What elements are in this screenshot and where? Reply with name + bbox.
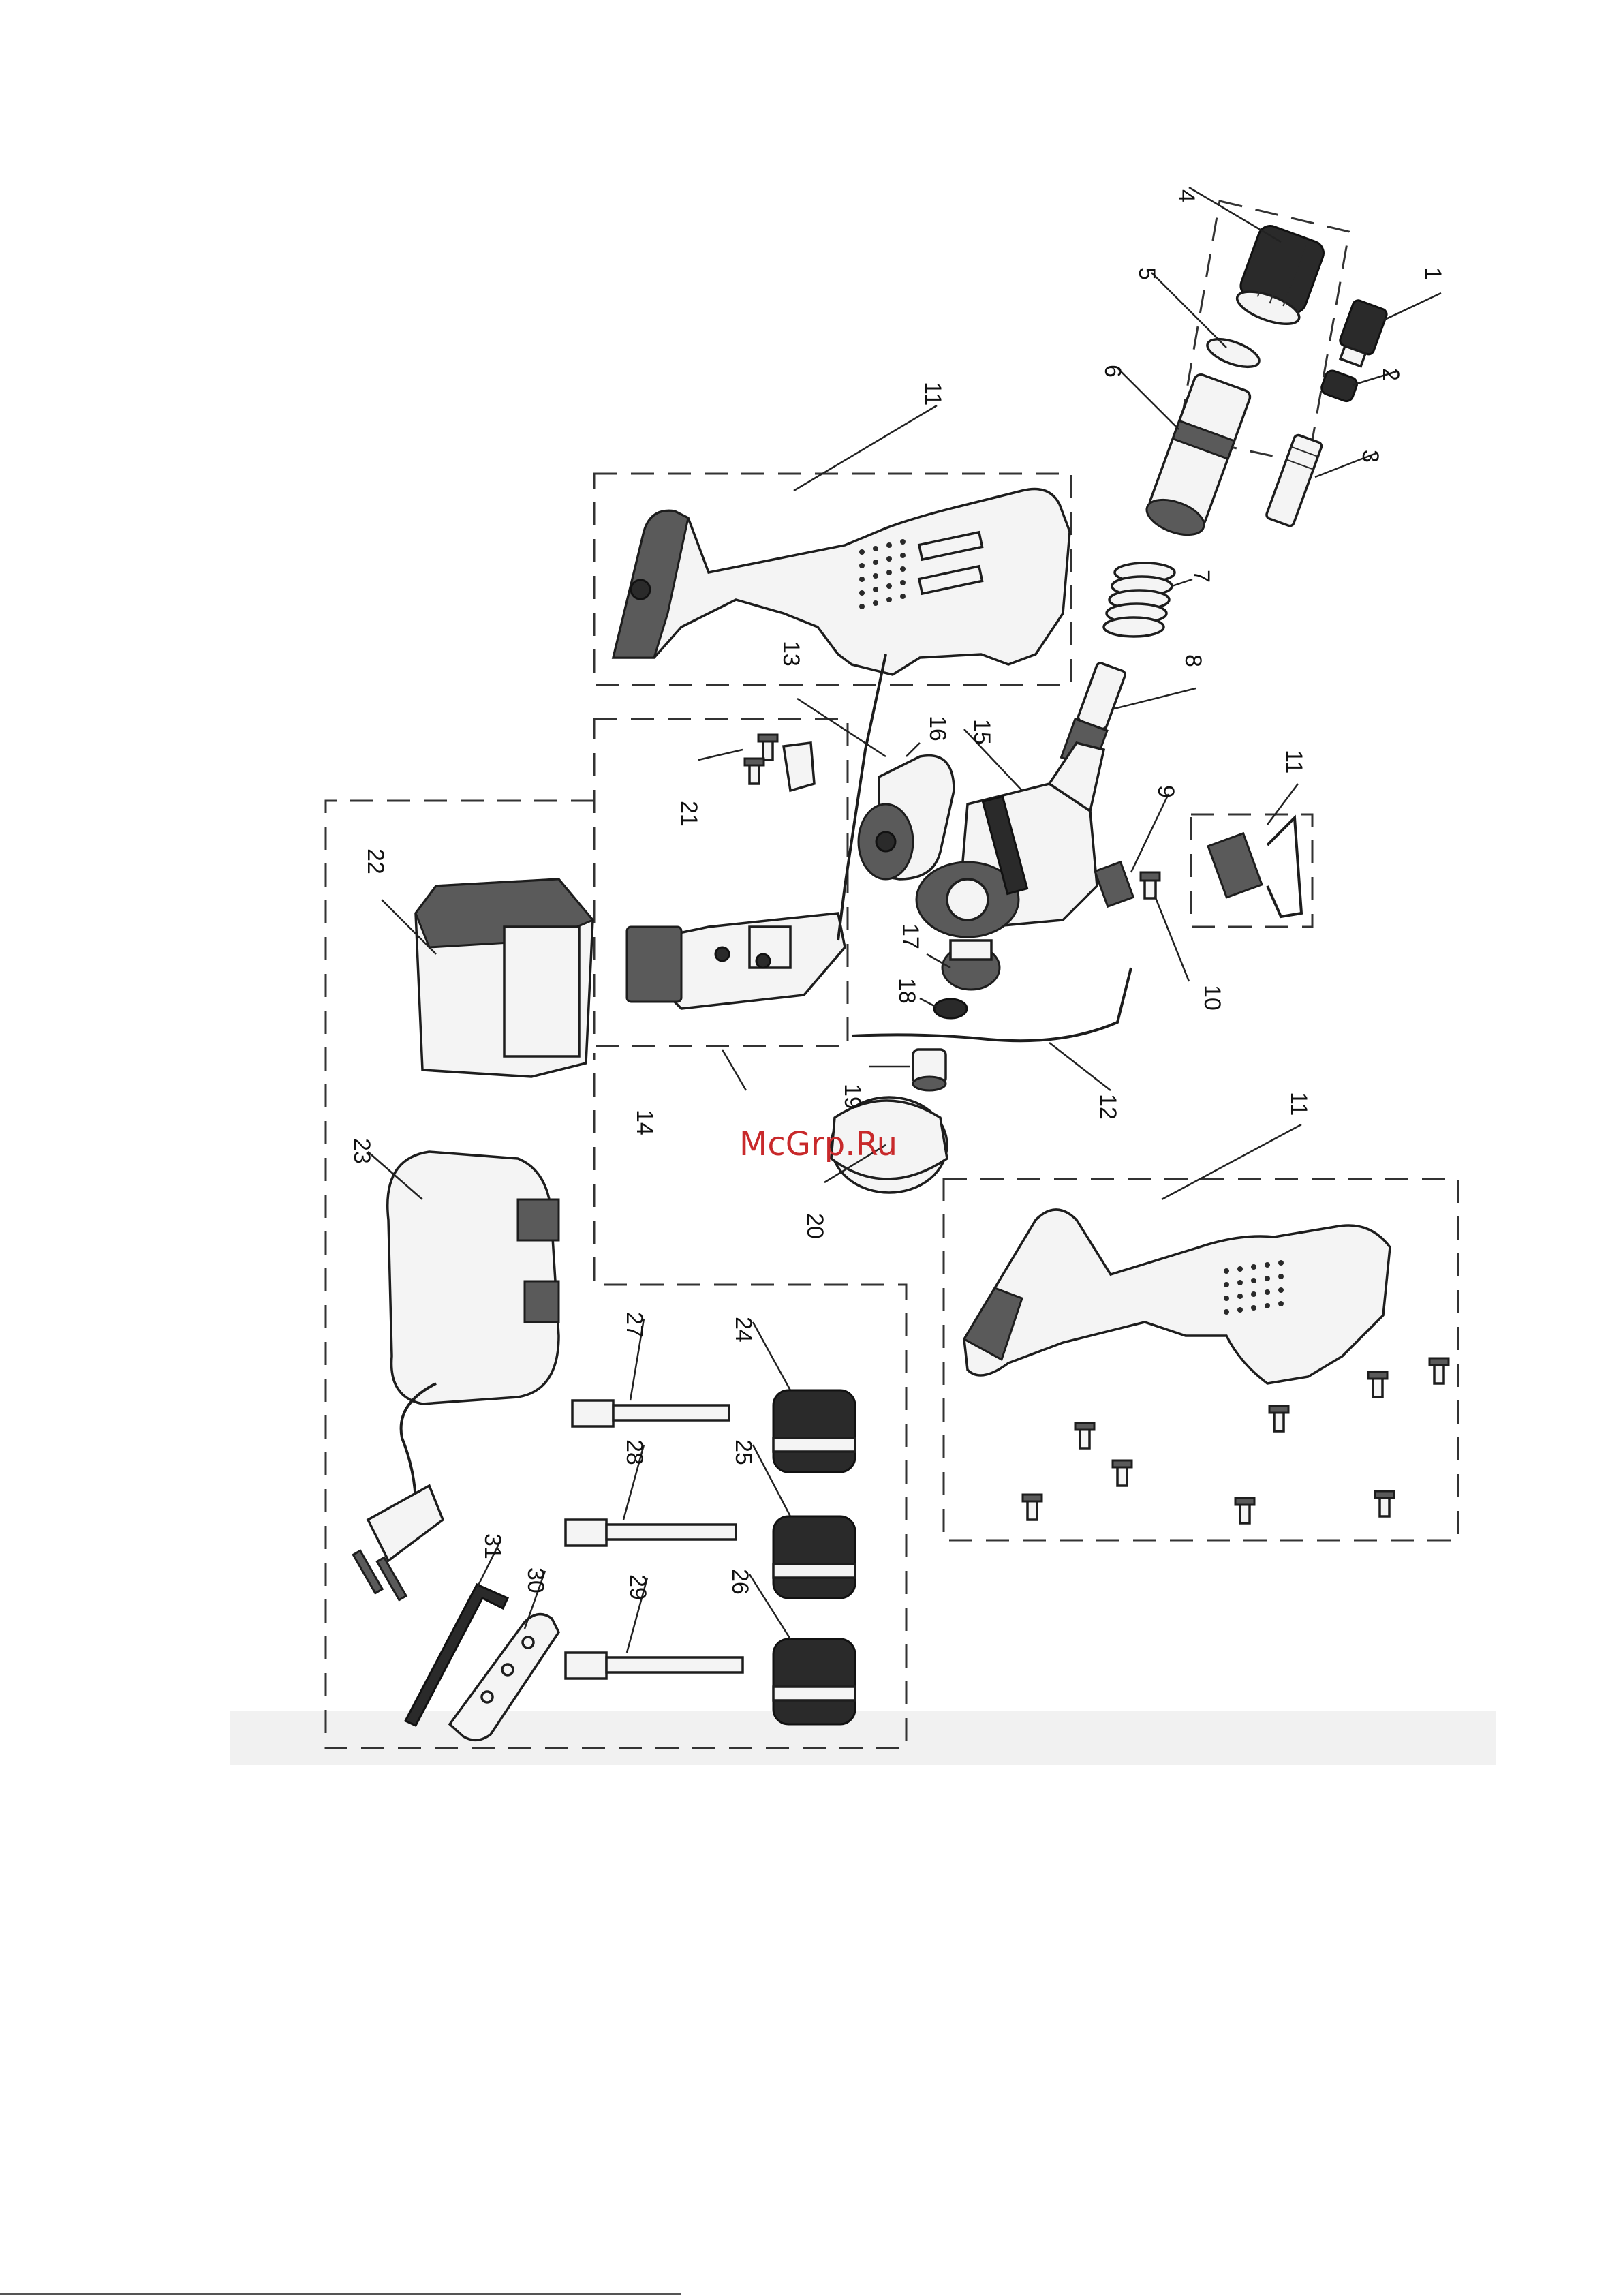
callout-11-lower: 11 bbox=[1286, 1092, 1312, 1116]
callout-16: 16 bbox=[925, 716, 950, 741]
callout-18: 18 bbox=[894, 978, 920, 1004]
part-7-spring bbox=[1104, 563, 1175, 637]
part-26-nozzle bbox=[773, 1639, 855, 1724]
part-24-nozzle bbox=[773, 1390, 855, 1472]
callout-1: 1 bbox=[1420, 267, 1446, 280]
callout-24: 24 bbox=[730, 1317, 756, 1343]
callout-22: 22 bbox=[362, 848, 388, 874]
callout-19: 19 bbox=[839, 1084, 865, 1109]
callout-3: 3 bbox=[1357, 450, 1383, 463]
callout-23: 23 bbox=[349, 1138, 375, 1164]
callout-5: 5 bbox=[1134, 267, 1160, 280]
part-22-battery bbox=[416, 879, 593, 1077]
part-19-bearing bbox=[913, 1050, 946, 1090]
part-25-nozzle bbox=[773, 1516, 855, 1598]
callout-8: 8 bbox=[1180, 654, 1206, 667]
callout-7: 7 bbox=[1188, 570, 1214, 583]
callout-9: 9 bbox=[1153, 785, 1179, 798]
callout-29: 29 bbox=[625, 1574, 651, 1600]
callout-28: 28 bbox=[621, 1439, 647, 1465]
callout-14: 14 bbox=[632, 1109, 658, 1135]
callout-26: 26 bbox=[727, 1569, 753, 1595]
callout-2: 2 bbox=[1378, 368, 1404, 381]
part-23-charger bbox=[388, 1152, 559, 1404]
callout-13: 13 bbox=[778, 641, 804, 667]
part-17-gear bbox=[942, 940, 1000, 990]
callout-17: 17 bbox=[897, 923, 923, 949]
callout-11-small: 11 bbox=[1281, 750, 1307, 774]
callout-10: 10 bbox=[1199, 985, 1225, 1011]
callout-20: 20 bbox=[802, 1213, 828, 1239]
callout-11-upper: 11 bbox=[920, 382, 946, 405]
callout-31: 31 bbox=[480, 1533, 506, 1559]
callout-15: 15 bbox=[969, 719, 995, 745]
part-18-washer bbox=[934, 999, 967, 1018]
watermark-text: McGrp.Ru bbox=[739, 1125, 897, 1163]
callout-6: 6 bbox=[1100, 365, 1126, 378]
callout-21: 21 bbox=[676, 801, 702, 827]
callout-27: 27 bbox=[621, 1312, 647, 1338]
callout-4: 4 bbox=[1173, 189, 1199, 202]
callout-12: 12 bbox=[1095, 1094, 1121, 1120]
callout-30: 30 bbox=[523, 1567, 548, 1593]
callout-25: 25 bbox=[730, 1439, 756, 1465]
